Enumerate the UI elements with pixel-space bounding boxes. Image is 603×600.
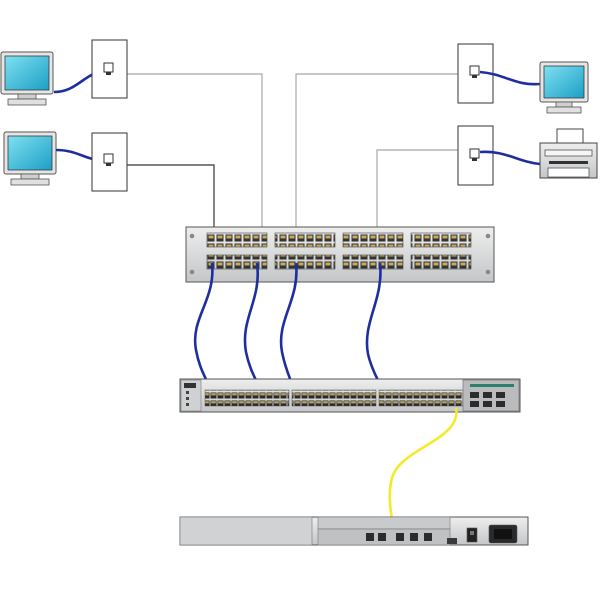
router <box>179 516 529 546</box>
run-jack4-panel <box>376 149 458 228</box>
cable-runs <box>127 73 458 228</box>
run-jack3-panel <box>295 73 458 228</box>
run-jack1-panel <box>127 73 263 228</box>
switch-port-groups <box>204 389 464 407</box>
switch <box>179 378 521 413</box>
workstation-2 <box>3 131 57 186</box>
patch-panel-port-blocks <box>206 232 472 270</box>
patch-panel <box>185 226 495 283</box>
patch-cable-printer <box>479 150 541 166</box>
printer-1 <box>539 128 598 179</box>
patch-cable-ws3 <box>479 70 541 86</box>
switch-uplinks <box>470 392 505 407</box>
wall-jack-2 <box>91 132 128 192</box>
router-ports <box>366 533 432 541</box>
wall-jack-1 <box>91 39 128 99</box>
run-jack2-panel <box>127 164 215 228</box>
workstation-3 <box>539 61 589 114</box>
workstation-1 <box>0 51 54 106</box>
wall-jack-4 <box>457 125 494 186</box>
